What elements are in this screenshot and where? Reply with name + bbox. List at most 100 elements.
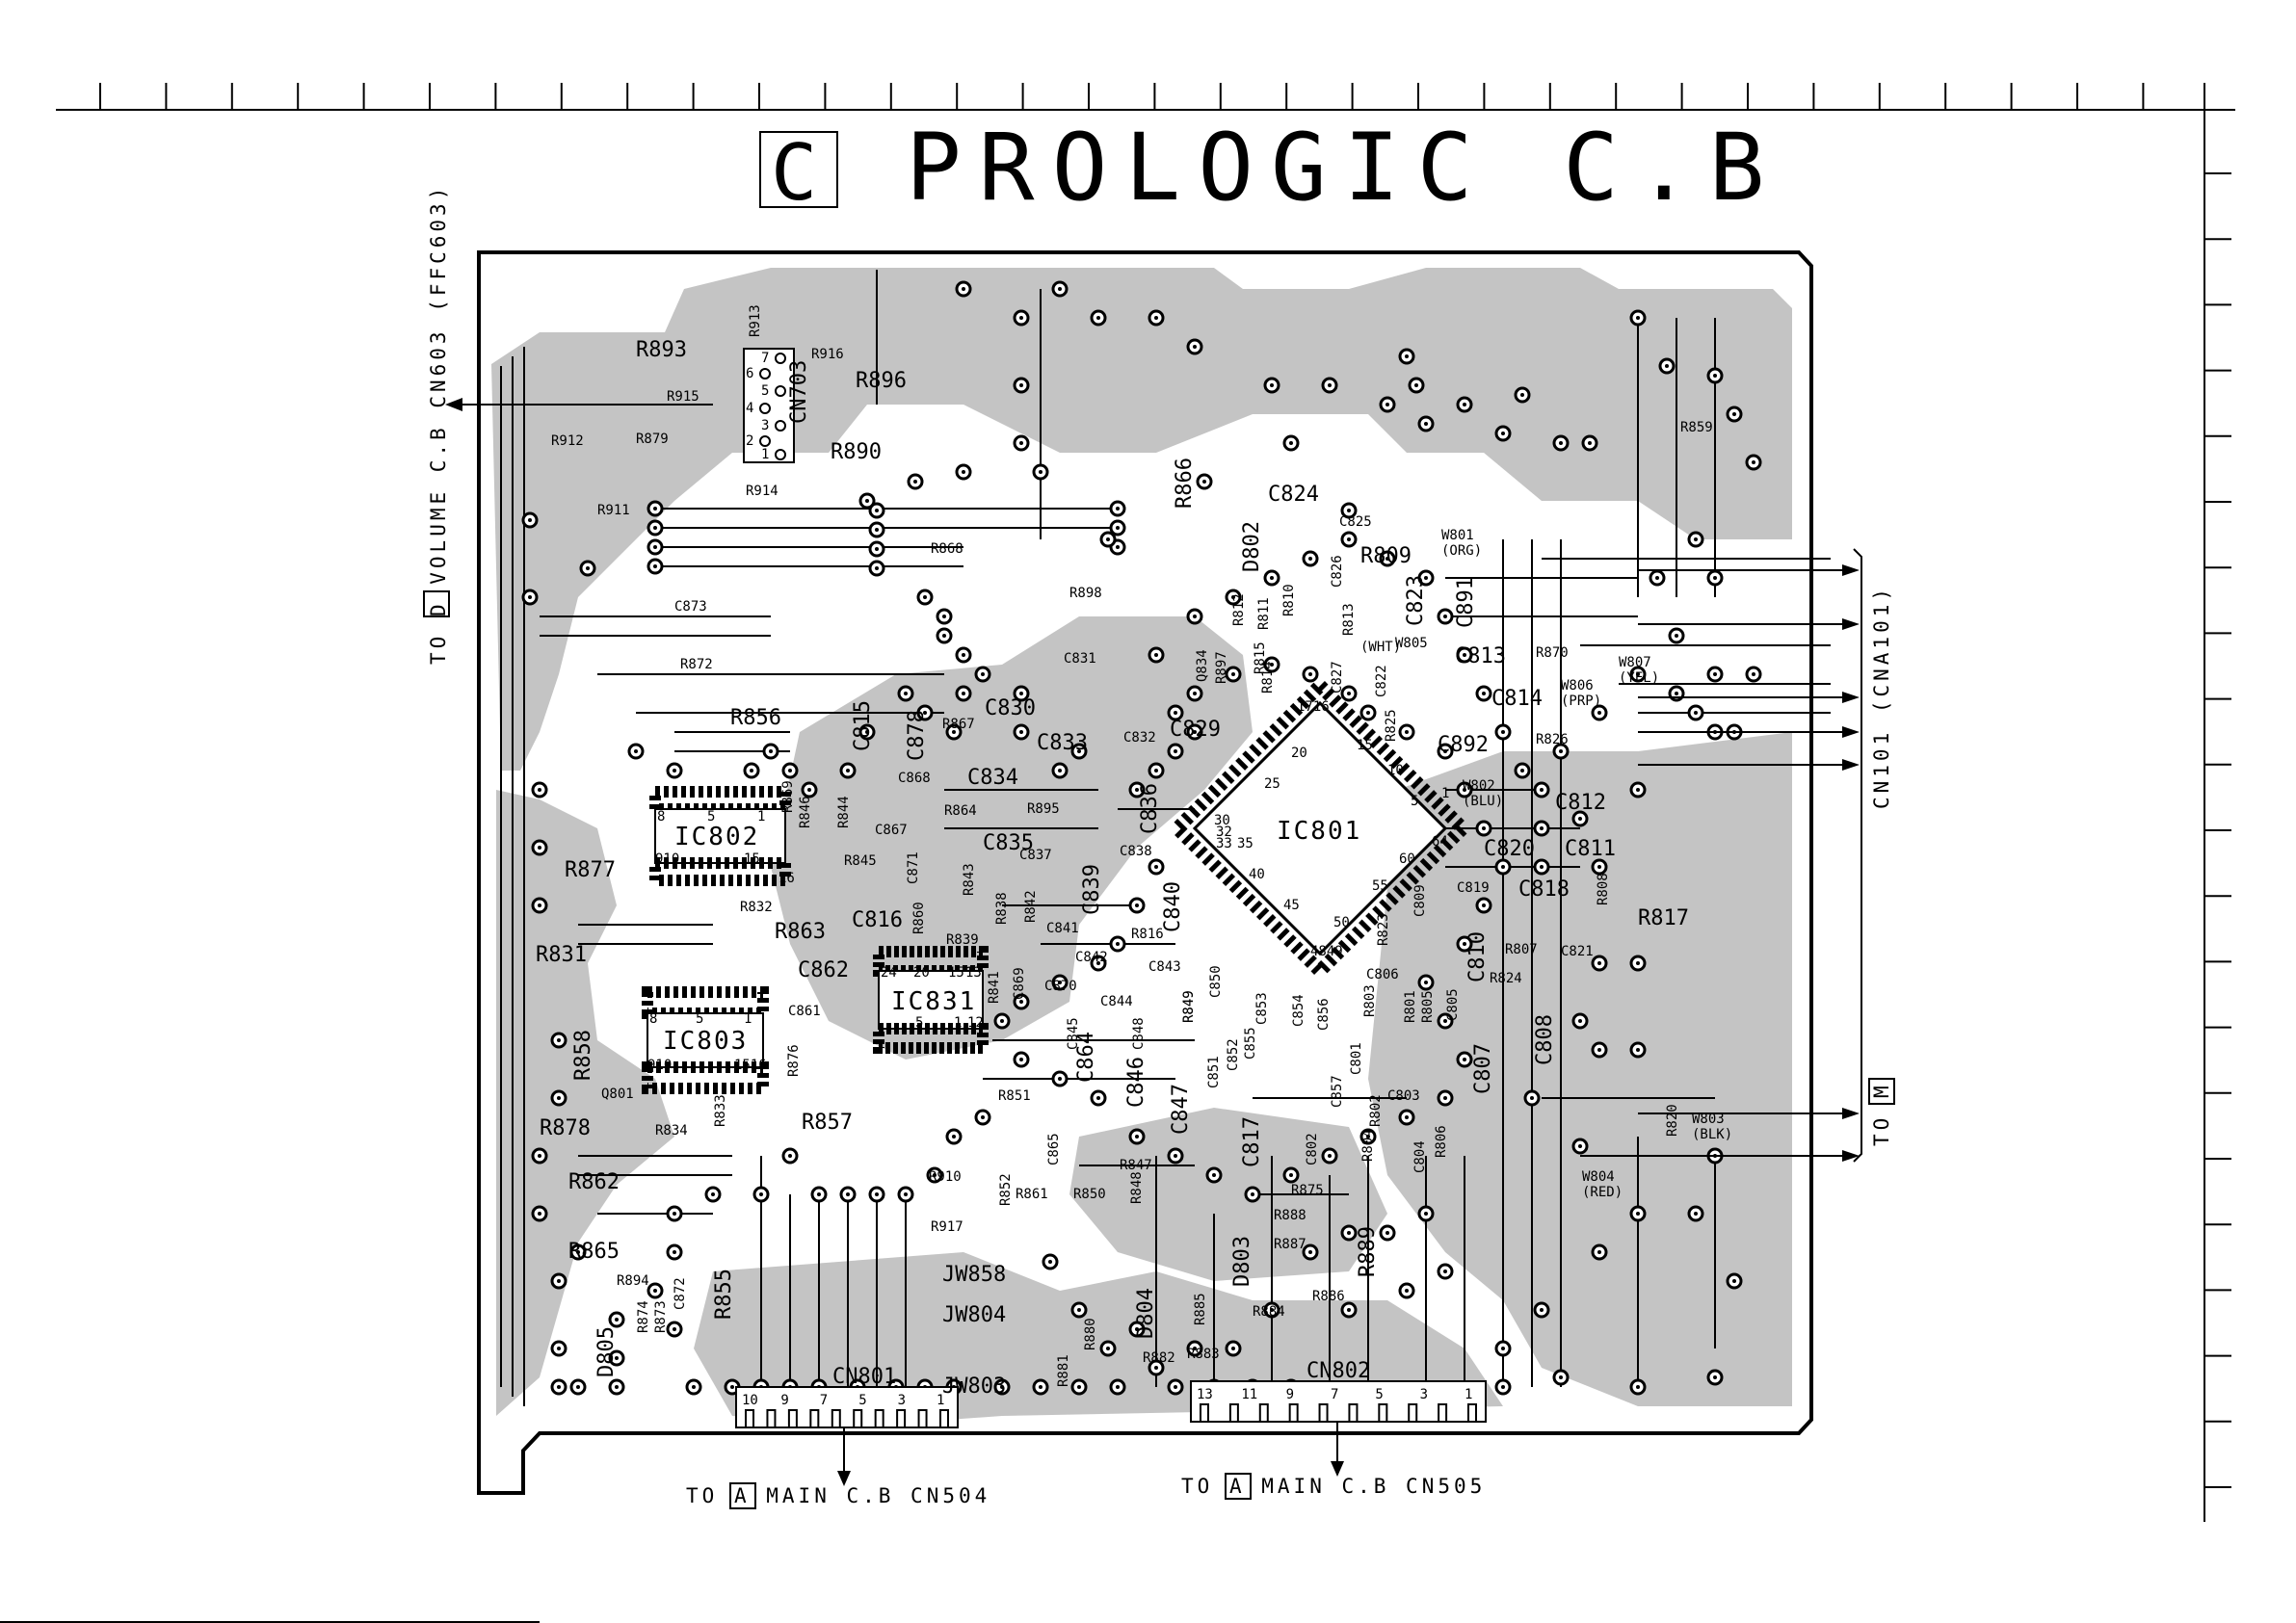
ic801-pin-number: 64	[1432, 834, 1448, 850]
pad-hole	[1193, 730, 1197, 734]
connector-pin	[831, 1409, 841, 1428]
pad-hole	[557, 1038, 561, 1042]
ic801-pin-number: 4849	[1310, 944, 1343, 959]
component-label: R916	[811, 347, 844, 362]
title-letter-box	[759, 131, 838, 208]
pad-hole	[1174, 1154, 1177, 1158]
pad-hole	[1655, 576, 1659, 580]
left-connection-callout: TO D VOLUME C.B CN603 (FFC603)	[423, 184, 713, 665]
component-label: R883	[1187, 1347, 1220, 1362]
component-label: R801	[1403, 990, 1418, 1023]
pad-hole	[1540, 826, 1544, 830]
cn703-pin	[775, 449, 786, 460]
component-label: C816	[852, 908, 903, 932]
component-label: C830	[985, 696, 1036, 720]
component-label: C846	[1124, 1057, 1148, 1108]
pad-hole	[846, 769, 850, 772]
cn802-letter-box	[1225, 1473, 1252, 1500]
cn802-label: CN802	[1306, 1359, 1370, 1383]
component-label: C892	[1438, 733, 1489, 757]
wire-label: (BLU)	[1463, 794, 1503, 809]
pad-hole	[1096, 316, 1100, 320]
pad-hole	[1135, 1135, 1139, 1139]
component-label: C861	[788, 1004, 821, 1019]
component-label: R857	[802, 1111, 853, 1135]
connector-pin-number: 10	[742, 1393, 758, 1408]
component-label: R914	[746, 484, 779, 499]
pad-hole	[962, 692, 965, 695]
ic803-label: IC803	[663, 1027, 748, 1056]
component-label: C815	[851, 700, 875, 751]
ic801-pin-number: 30	[1214, 813, 1230, 828]
component-label: R808	[1596, 873, 1611, 905]
cn801-label: CN801	[832, 1365, 896, 1389]
pad-hole	[1752, 460, 1755, 464]
pad-hole	[981, 1115, 985, 1119]
component-label: R849	[1181, 990, 1197, 1023]
pad-hole	[1405, 1289, 1409, 1293]
wire-label: W801	[1441, 528, 1474, 543]
pad-hole	[1665, 364, 1669, 368]
cn703-pin	[775, 385, 786, 397]
component-label: C848	[1131, 1017, 1147, 1050]
pad-hole	[1058, 769, 1062, 772]
pad-hole	[1386, 403, 1389, 406]
component-label: C865	[1046, 1133, 1062, 1165]
pad-hole	[1019, 692, 1023, 695]
component-label: C806	[1366, 967, 1399, 982]
component-label: R810	[1281, 584, 1297, 616]
pad-hole	[538, 788, 541, 792]
component-label: C820	[1484, 837, 1535, 861]
pad-hole	[1154, 653, 1158, 657]
pad-hole	[1308, 557, 1312, 561]
component-label: R809	[1360, 544, 1412, 568]
connector-pin	[787, 1409, 798, 1428]
cn703-label: CN703	[787, 360, 811, 424]
component-label: R811	[1256, 597, 1272, 630]
ic803-body	[647, 1012, 764, 1068]
pad-hole	[962, 653, 965, 657]
pad-hole	[1019, 1000, 1023, 1004]
pad-hole	[538, 846, 541, 850]
pad-hole	[1713, 576, 1717, 580]
ic802-label: IC802	[674, 823, 759, 851]
pad-hole	[1096, 1096, 1100, 1100]
pad-hole	[1540, 865, 1544, 869]
pad-hole	[875, 1192, 879, 1196]
component-label: R888	[1274, 1208, 1306, 1223]
pad-hole	[769, 749, 773, 753]
component-label: R858	[571, 1030, 595, 1081]
component-label: R824	[1490, 971, 1522, 986]
pad-hole	[538, 903, 541, 907]
pad-hole	[1096, 961, 1100, 965]
page-title: PROLOGIC C.B	[906, 114, 1782, 222]
component-label: R872	[680, 657, 713, 672]
pad-hole	[1559, 441, 1563, 445]
copper-fill-lower-mid	[1069, 1108, 1387, 1281]
cn703-pin-number: 6	[746, 366, 753, 381]
component-label: Q801	[601, 1086, 634, 1102]
ic802-pin-number: 5	[707, 809, 715, 825]
copper-fill-top	[491, 268, 1792, 771]
connector-pin	[809, 1409, 820, 1428]
component-label: C807	[1471, 1043, 1495, 1094]
component-label: R877	[565, 858, 616, 882]
wire-labels: W801(ORG)W802(BLU)W803(BLK)W804(RED)W805…	[1360, 528, 1732, 1200]
pad-hole	[1386, 1231, 1389, 1235]
component-label: C811	[1565, 837, 1616, 861]
bottom-cn802-callout: TO A MAIN C.B CN505	[1181, 1422, 1482, 1500]
component-label: R839	[946, 932, 979, 948]
component-label: R884	[1253, 1304, 1285, 1320]
copper-fill-right	[1368, 732, 1792, 1406]
component-label: R845	[844, 853, 877, 869]
ic831-pin-number: 12	[967, 1015, 984, 1031]
pad-hole	[1116, 942, 1120, 946]
pad-hole	[1559, 1375, 1563, 1379]
pad-hole	[1077, 1308, 1081, 1312]
connector-pin	[896, 1409, 907, 1428]
wire-label: (PRP)	[1561, 694, 1601, 709]
pad-hole	[1270, 576, 1274, 580]
pad-hole	[1414, 383, 1418, 387]
